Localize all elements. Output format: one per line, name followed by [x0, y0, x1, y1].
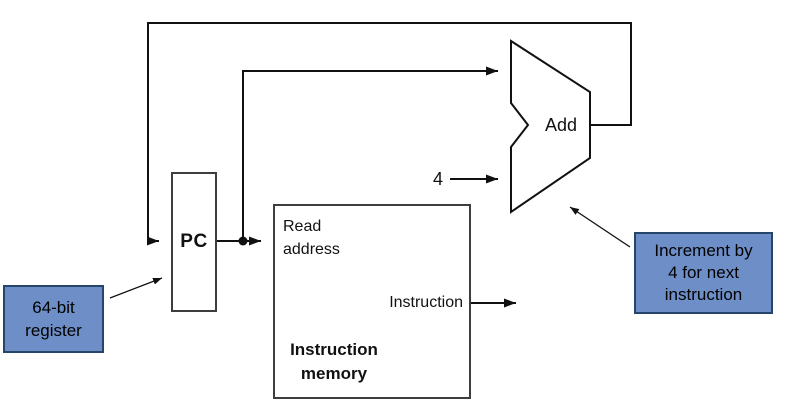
register-callout-arrow: [109, 277, 163, 299]
increment-callout-arrow: [569, 206, 631, 248]
increment-callout-line3: instruction: [664, 285, 743, 304]
memory-title-line2: memory: [300, 364, 368, 383]
memory-title-line1: Instruction: [290, 340, 378, 359]
instruction-memory-title: Instruction memory: [283, 338, 385, 386]
register-callout-line2: register: [25, 321, 82, 340]
read-address-line1: Read: [283, 218, 322, 235]
instruction-memory-box: [273, 204, 471, 399]
pc-label: PC: [180, 231, 208, 252]
adder-label: Add: [544, 115, 578, 135]
instruction-port-label: Instruction: [389, 294, 463, 311]
increment-callout-line1: Increment by: [654, 241, 753, 260]
adder-shape: [510, 39, 591, 214]
register-callout-line1: 64-bit: [32, 298, 75, 317]
read-address-line2: address: [283, 241, 340, 258]
wire-junction-dot: [238, 236, 248, 246]
read-address-port-label: Read address: [283, 215, 340, 261]
feedback-loop-wire: [147, 22, 632, 246]
constant-four-label: 4: [432, 169, 443, 189]
pc-box: [171, 172, 217, 312]
pc-to-adder-wire: [242, 66, 498, 241]
increment-callout-line2: 4 for next: [668, 263, 739, 282]
register-callout: 64-bit register: [3, 285, 104, 353]
increment-callout: Increment by 4 for next instruction: [634, 232, 773, 314]
